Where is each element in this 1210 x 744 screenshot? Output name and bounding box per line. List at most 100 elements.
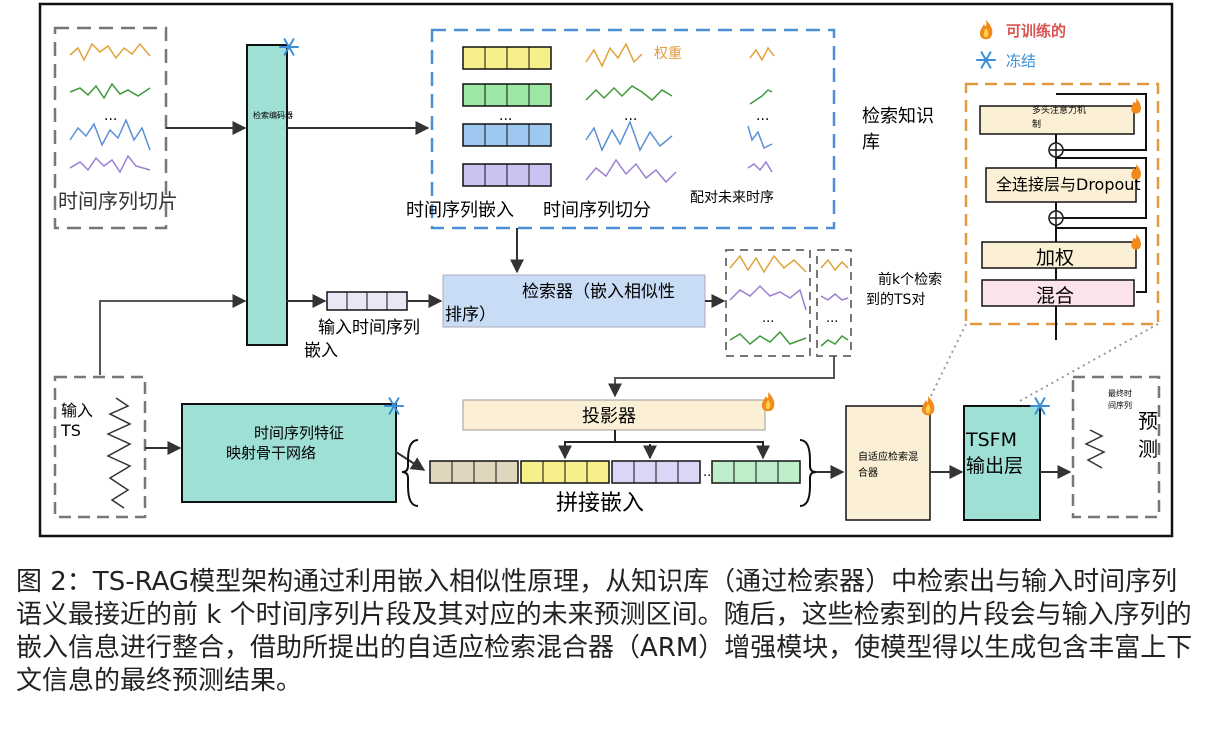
fire-icon xyxy=(979,20,993,40)
slice-line-purple xyxy=(69,154,151,174)
fire-icon xyxy=(921,396,935,416)
concat-seg-purple xyxy=(611,460,701,484)
slice-line-orange xyxy=(69,42,151,62)
knowledge-base-box xyxy=(430,28,836,230)
input-embedding-strip xyxy=(326,291,408,311)
future-green xyxy=(749,89,773,105)
topk-future-green xyxy=(820,335,849,347)
architecture-diagram: 可训练的 冻结 ... 时间序列切片 检索编码器 ... 权重 ... xyxy=(38,2,1174,538)
arm-residual-1 xyxy=(1056,93,1147,151)
arrow-backbone-to-concat xyxy=(395,451,426,471)
future-purple xyxy=(747,160,773,173)
zoom-connector-left xyxy=(927,323,967,403)
snowflake-icon xyxy=(384,397,404,415)
kb-seg-orange xyxy=(585,42,643,68)
legend-trainable-label: 可训练的 xyxy=(1006,22,1066,40)
kb-embedding-green xyxy=(462,83,552,107)
retriever-block xyxy=(442,274,706,328)
weighting-label: 加权 xyxy=(1036,247,1074,269)
kb-embedding-blue xyxy=(462,123,552,147)
retriever-encoder-label: 检索编码器 xyxy=(253,110,293,120)
arm-detail-box xyxy=(964,82,1160,326)
knowledge-base-line-1: 检索知识 xyxy=(862,106,934,127)
slice-line-green xyxy=(69,82,151,100)
figure-caption: 图 2：TS-RAG模型架构通过利用嵌入相似性原理，从知识库（通过检索器）中检索… xyxy=(16,567,1193,696)
concat-seg-yellow xyxy=(520,460,610,484)
retriever-label: 检索器（嵌入相似性 排序） xyxy=(445,282,680,325)
ts-slices-label: 时间序列切片 xyxy=(58,189,178,213)
concat-left-bracket xyxy=(401,439,419,507)
topk-box-hist xyxy=(725,249,811,357)
tsfm-output-label: TSFM 输出层 xyxy=(965,429,1023,477)
input-ts-label: 输入 TS xyxy=(60,401,98,440)
backbone-label: 时间序列特征 映射骨干网络 xyxy=(226,424,349,462)
topk-line-blue xyxy=(729,284,807,311)
snowflake-icon xyxy=(1030,397,1050,415)
arrow-topk-to-projector xyxy=(608,356,835,398)
arrow-input-to-encoder xyxy=(99,294,247,375)
kb-seg-ellipsis: ... xyxy=(624,108,637,124)
mixing-block xyxy=(981,279,1135,307)
topk-future-ellipsis: ... xyxy=(826,311,838,326)
input-embedding-label: 输入时间序列 嵌入 xyxy=(304,318,425,361)
outer-frame xyxy=(38,2,1174,538)
arm-block xyxy=(845,405,931,521)
input-ts-box xyxy=(53,375,147,519)
future-blue xyxy=(747,125,773,150)
concat-seg-green xyxy=(711,460,801,484)
weight-label: 权重 xyxy=(654,46,682,62)
future-orange xyxy=(749,46,775,62)
projector-branches xyxy=(564,441,764,448)
kb-seg-purple xyxy=(585,158,677,184)
mixing-label: 混合 xyxy=(1036,285,1074,307)
topk-future-orange xyxy=(820,258,849,272)
concat-seg-input xyxy=(429,460,519,484)
legend: 可训练的 冻结 xyxy=(976,20,1066,70)
mhsa-label: 多头注意力机 制 xyxy=(1032,104,1089,130)
arm-residual-3 xyxy=(1056,227,1147,293)
fire-icon xyxy=(1131,98,1141,114)
topk-future-blue xyxy=(820,293,849,301)
slice-ellipsis: ... xyxy=(104,108,117,124)
kb-seg-green xyxy=(585,85,673,102)
kb-embedding-purple xyxy=(462,163,552,187)
concat-label: 拼接嵌入 xyxy=(556,491,644,516)
final-ts-label: 最终时 间序列 xyxy=(1108,388,1135,410)
kb-seg-blue xyxy=(585,120,673,152)
forecast-label: 预 测 xyxy=(1138,409,1164,461)
future-ellipsis: ... xyxy=(756,108,769,124)
ts-embedding-label: 时间序列嵌入 xyxy=(406,200,514,221)
topk-line-green xyxy=(729,330,807,346)
kb-ellipsis: ... xyxy=(499,108,512,124)
legend-frozen-label: 冻结 xyxy=(1006,52,1036,70)
forecast-wave xyxy=(1084,429,1106,469)
mhsa-block xyxy=(979,105,1135,135)
input-ts-wave xyxy=(106,397,132,509)
fire-icon xyxy=(761,392,775,412)
fire-icon xyxy=(1131,234,1141,250)
backbone-block xyxy=(181,403,397,503)
kb-embedding-yellow xyxy=(462,46,552,70)
zoom-connector-right xyxy=(1017,323,1159,403)
arm-residual-2 xyxy=(1056,157,1147,219)
projector-label: 投影器 xyxy=(582,406,636,427)
add-icon-2 xyxy=(1048,210,1064,226)
knowledge-base-label: 检索知识 库 xyxy=(862,106,940,153)
forecast-box xyxy=(1071,375,1161,519)
knowledge-base-line-2: 库 xyxy=(862,132,880,153)
fire-icon xyxy=(1131,164,1141,180)
snowflake-icon xyxy=(976,51,996,69)
tsfm-output-block xyxy=(963,405,1041,521)
paired-future-label: 配对未来时序 xyxy=(690,190,774,206)
projector-block xyxy=(462,399,766,431)
retriever-encoder-block xyxy=(246,44,288,346)
fc-dropout-label: 全连接层与Dropout xyxy=(996,175,1141,194)
slice-line-blue xyxy=(69,118,151,151)
concat-right-bracket xyxy=(799,439,817,507)
topk-label: 前k个检索 到的TS对 xyxy=(866,271,947,308)
snowflake-icon xyxy=(279,38,299,56)
fc-dropout-block xyxy=(985,167,1137,203)
arm-label: 自适应检索混 合器 xyxy=(858,450,921,479)
ts-segmentation-label: 时间序列切分 xyxy=(543,200,651,221)
topk-ellipsis: ... xyxy=(762,311,774,326)
